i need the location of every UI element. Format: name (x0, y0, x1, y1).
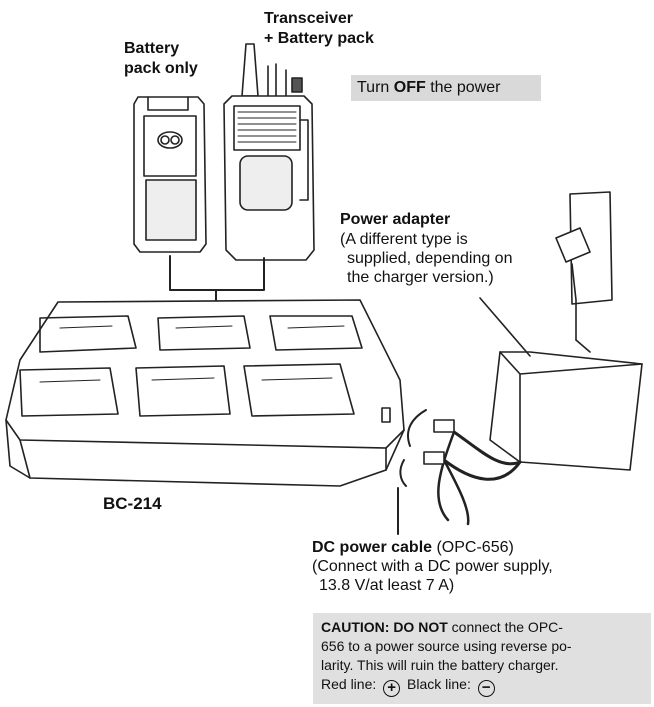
transceiver-label-line2: + Battery pack (264, 30, 374, 47)
transceiver-image (223, 43, 315, 261)
turnoff-post: the power (425, 79, 501, 96)
battery-label-line1: Battery (124, 40, 180, 57)
adapter-title: Power adapter (340, 211, 451, 228)
battery-pack-image (133, 96, 207, 253)
dc-cable-label: DC power cable (OPC-656) (Connect with a… (312, 538, 553, 595)
adapter-line1: (A different type is (340, 231, 468, 248)
caution-box: CAUTION: DO NOT connect the OPC- 656 to … (313, 613, 651, 704)
caution-text1: connect the OPC- (447, 619, 563, 635)
adapter-line2: supplied, depending on (347, 250, 513, 267)
wall-outlet-image (555, 191, 613, 341)
transceiver-label: Transceiver + Battery pack (264, 9, 374, 49)
plus-icon: + (383, 680, 401, 697)
battery-pack-only-label: Battery pack only (124, 39, 198, 79)
power-adapter-image (489, 339, 643, 471)
dc-title: DC power cable (312, 539, 433, 556)
red-line-label: Red line: (321, 676, 377, 692)
turnoff-bold: OFF (393, 79, 426, 96)
dc-line1: (Connect with a DC power supply, (312, 558, 553, 575)
caution-text3: larity. This will ruin the battery charg… (321, 657, 559, 673)
dc-line2: 13.8 V/at least 7 A) (319, 577, 455, 594)
battery-label-line2: pack only (124, 60, 198, 77)
charger-model-label: BC-214 (103, 494, 162, 513)
minus-icon: − (477, 680, 495, 697)
black-line-label: Black line: (407, 676, 471, 692)
charger-image (5, 299, 405, 487)
transceiver-label-line1: Transceiver (264, 10, 353, 27)
turn-off-callout: Turn OFF the power (351, 75, 541, 101)
turnoff-pre: Turn (357, 79, 394, 96)
adapter-line3: the charger version.) (347, 269, 494, 286)
power-adapter-label: Power adapter (A different type is suppl… (340, 209, 512, 287)
dc-power-cable-image (399, 409, 522, 526)
caution-bold: CAUTION: DO NOT (321, 619, 448, 635)
caution-text2: 656 to a power source using reverse po- (321, 638, 572, 654)
dc-model: (OPC-656) (432, 539, 514, 556)
